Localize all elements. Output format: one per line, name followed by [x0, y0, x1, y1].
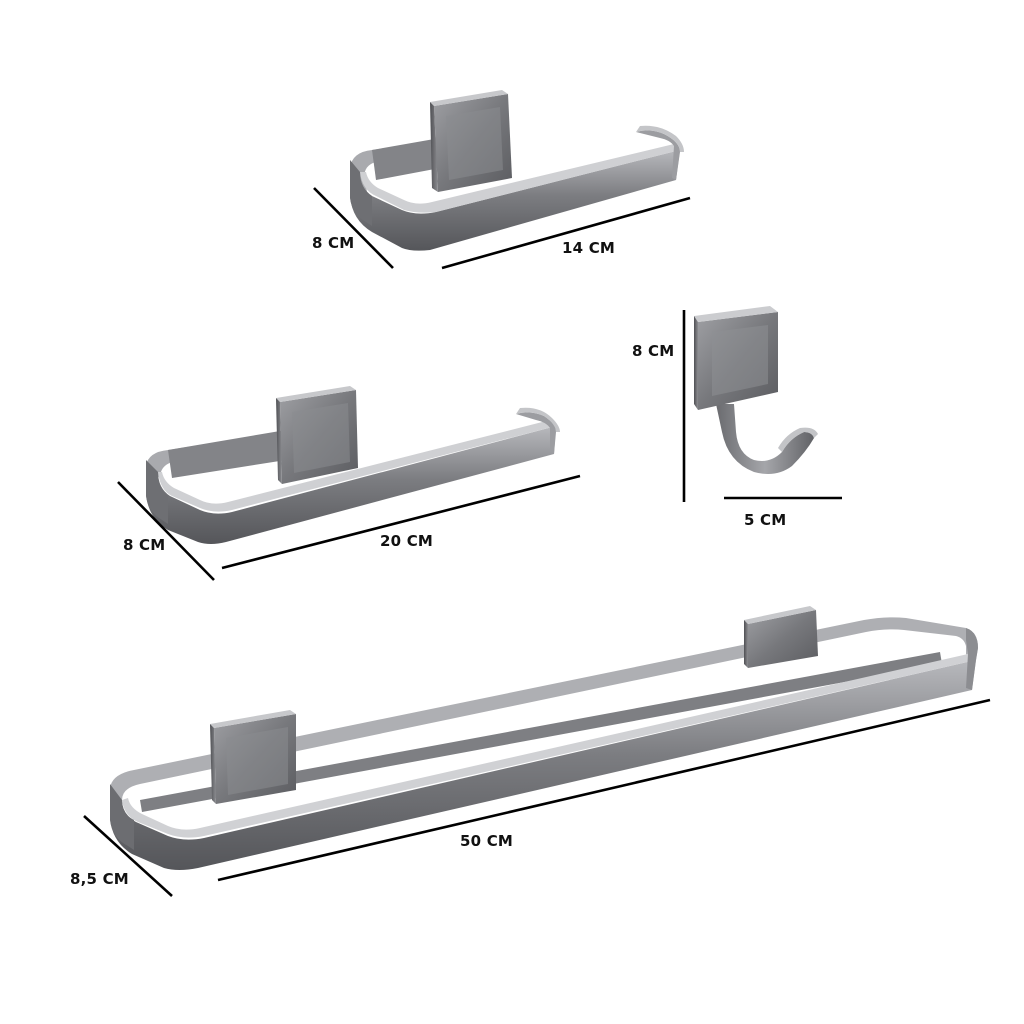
dimension-line-tp-width: [441, 196, 691, 270]
ring-depth-label: 8 CM: [123, 536, 166, 554]
ring-width-label: 20 CM: [380, 532, 434, 550]
tp-width-label: 14 CM: [562, 239, 616, 257]
dimension-line-bar-width: [217, 698, 991, 882]
bar-depth-label: 8,5 CM: [70, 870, 129, 888]
toilet-paper-holder-image: [350, 90, 684, 251]
tp-depth-label: 8 CM: [312, 234, 355, 252]
towel-bar-image: [110, 606, 978, 870]
dimension-line-ring-depth: [117, 481, 215, 581]
dimension-line-bar-depth: [83, 815, 173, 897]
hook-height-label: 8 CM: [632, 342, 675, 360]
robe-hook-image: [694, 306, 818, 474]
dimension-line-tp-depth: [313, 187, 394, 269]
bar-width-label: 50 CM: [460, 832, 514, 850]
towel-ring-image: [146, 386, 560, 544]
dimension-line-ring-width: [221, 474, 581, 570]
hook-width-label: 5 CM: [744, 511, 787, 529]
